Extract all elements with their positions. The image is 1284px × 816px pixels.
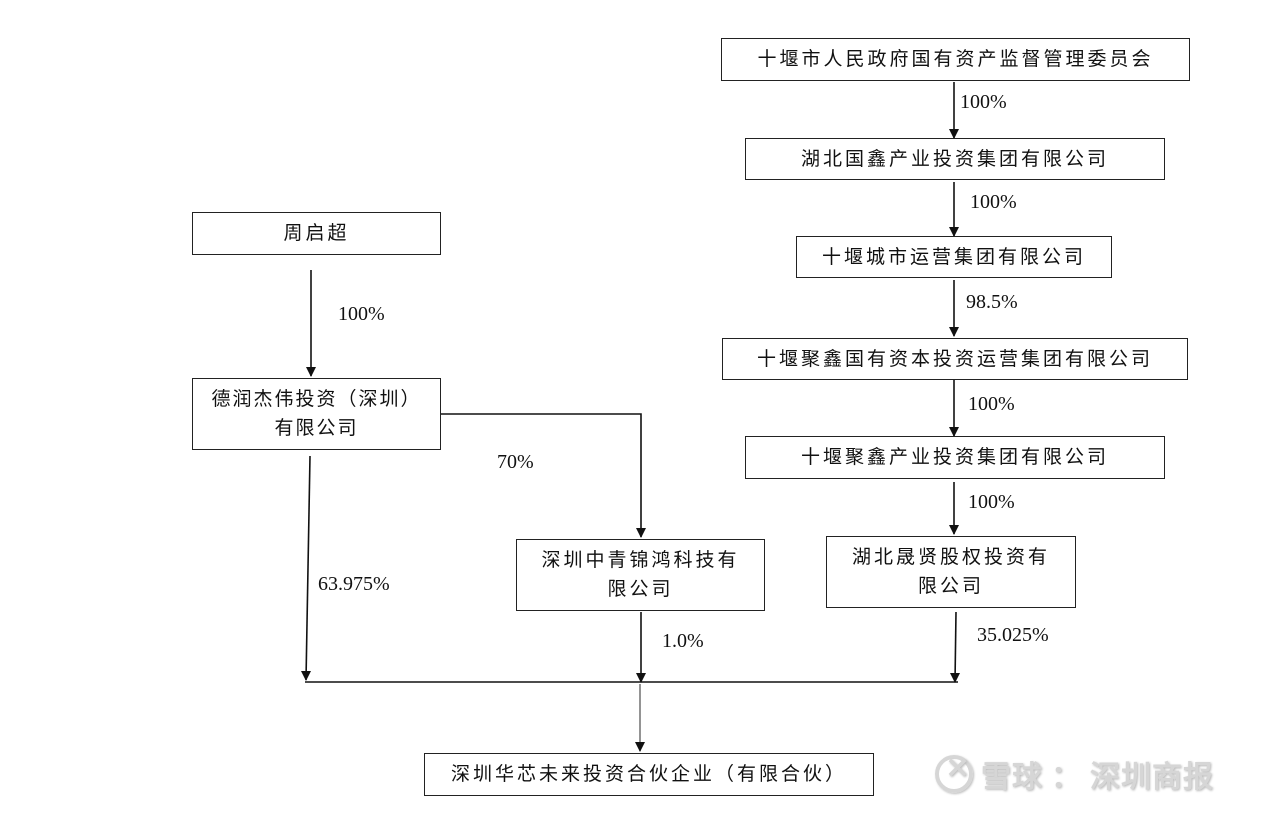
edge-label-zhongqing-to-huaxin: 1.0% (662, 630, 704, 652)
edge-derun-to-zhongqing (441, 413, 646, 538)
entity-shiyan-sasac: 十堰市人民政府国有资产监督管理委员会 (721, 38, 1190, 81)
edge-label-derun-to-zhongqing: 70% (497, 451, 534, 473)
entity-label-line2: 限公司 (607, 578, 674, 600)
entity-label: 湖北国鑫产业投资集团有限公司 (800, 147, 1109, 170)
edge-label-sasac-to-guoxin: 100% (960, 91, 1007, 113)
watermark-separator: ： (1051, 760, 1082, 795)
edge-label-urban-to-capital: 98.5% (966, 291, 1018, 313)
edge-label-derun-to-huaxin: 63.975% (318, 573, 390, 595)
entity-derun-jiewei: 德润杰伟投资（深圳） 有限公司 (192, 378, 441, 450)
entity-shiyan-juxin-capital: 十堰聚鑫国有资本投资运营集团有限公司 (722, 338, 1188, 380)
entity-zhongqing-jinhong: 深圳中青锦鸿科技有 限公司 (516, 539, 765, 611)
edge-label-zhou-to-derun: 100% (338, 303, 385, 325)
watermark-brand: 雪球 (981, 760, 1043, 795)
entity-label-line1: 德润杰伟投资（深圳） (211, 388, 422, 410)
entity-shiyan-juxin-industry: 十堰聚鑫产业投资集团有限公司 (745, 436, 1165, 479)
entity-zhou-qichao: 周启超 (192, 212, 441, 255)
xueqiu-logo-icon (935, 750, 973, 793)
entity-label-line1: 深圳中青锦鸿科技有 (541, 549, 740, 571)
entity-label: 十堰聚鑫国有资本投资运营集团有限公司 (756, 347, 1153, 370)
entity-hubei-shengxian: 湖北晟贤股权投资有 限公司 (826, 536, 1076, 608)
entity-shiyan-urban-ops: 十堰城市运营集团有限公司 (796, 236, 1112, 278)
entity-label: 深圳华芯未来投资合伙企业（有限合伙） (450, 763, 847, 785)
entity-label-line2: 限公司 (917, 575, 984, 597)
edge-label-industry-to-shengxian: 100% (968, 491, 1015, 513)
entity-label: 十堰市人民政府国有资产监督管理委员会 (757, 48, 1154, 70)
watermark-source: 深圳商报 (1090, 760, 1214, 795)
edge-shengxian-to-bus (950, 611, 960, 683)
edge-label-shengxian-to-huaxin: 35.025% (977, 624, 1049, 646)
edge-label-guoxin-to-urban: 100% (970, 191, 1017, 213)
entity-label-line2: 有限公司 (274, 417, 359, 439)
entity-label: 十堰城市运营集团有限公司 (821, 245, 1086, 268)
entity-hubei-guoxin: 湖北国鑫产业投资集团有限公司 (745, 138, 1165, 180)
entity-label: 周启超 (283, 222, 350, 244)
entity-label: 十堰聚鑫产业投资集团有限公司 (800, 446, 1109, 468)
entity-huaxin-future: 深圳华芯未来投资合伙企业（有限合伙） (424, 753, 874, 796)
watermark: 雪球 ： 深圳商报 (935, 750, 1214, 796)
entity-label-line1: 湖北晟贤股权投资有 (851, 546, 1050, 568)
edge-label-capital-to-industry: 100% (968, 393, 1015, 415)
edge-derun-to-bus (301, 455, 311, 681)
